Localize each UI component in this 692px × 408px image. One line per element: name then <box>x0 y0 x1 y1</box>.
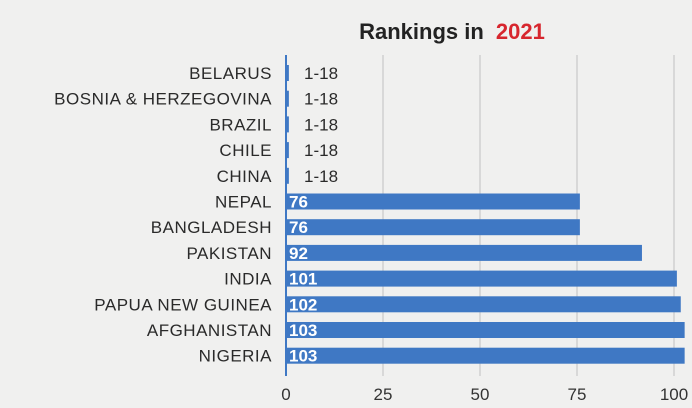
value-label-10: 103 <box>289 321 317 340</box>
category-label-6: BANGLADESH <box>151 218 272 237</box>
value-label-6: 76 <box>289 218 308 237</box>
category-label-0: BELARUS <box>189 64 272 83</box>
bar-4 <box>285 167 289 184</box>
bar-0 <box>285 65 289 81</box>
x-axis-ticks: 0 25 50 75 100 <box>281 385 688 404</box>
value-label-5: 76 <box>289 193 308 212</box>
category-label-7: PAKISTAN <box>186 244 272 263</box>
bar-11 <box>285 347 685 364</box>
bar-7 <box>285 244 642 261</box>
bar-9 <box>285 296 681 313</box>
bars <box>285 65 685 364</box>
bar-10 <box>285 322 685 338</box>
value-label-8: 101 <box>289 270 317 289</box>
category-label-10: AFGHANISTAN <box>147 321 272 340</box>
value-label-3: 1-18 <box>304 141 338 160</box>
x-tick-label-0: 0 <box>281 385 290 404</box>
chart-title-prefix: Rankings in <box>359 19 484 44</box>
category-label-11: NIGERIA <box>199 347 273 366</box>
category-label-1: BOSNIA & HERZEGOVINA <box>54 90 272 109</box>
bar-2 <box>285 116 289 133</box>
category-labels: BELARUS BOSNIA & HERZEGOVINA BRAZIL CHILE CH… <box>54 64 273 366</box>
value-label-0: 1-18 <box>304 64 338 83</box>
category-label-4: CHINA <box>217 167 273 186</box>
value-label-9: 102 <box>289 295 317 314</box>
bar-1 <box>285 90 289 107</box>
bar-3 <box>285 142 289 159</box>
category-label-8: INDIA <box>224 270 272 289</box>
bar-5 <box>285 193 580 210</box>
value-labels: 1-18 1-18 1-18 1-18 1-18 76 76 92 101 102 103 103 <box>289 64 338 366</box>
value-label-1: 1-18 <box>304 90 338 109</box>
value-label-2: 1-18 <box>304 115 338 134</box>
bar-8 <box>285 270 677 287</box>
x-tick-label-75: 75 <box>568 385 587 404</box>
value-label-4: 1-18 <box>304 167 338 186</box>
value-label-7: 92 <box>289 244 308 263</box>
category-label-3: CHILE <box>219 141 272 160</box>
category-label-2: BRAZIL <box>209 115 272 134</box>
chart-title: Rankings in 2021 <box>359 19 545 44</box>
x-tick-label-50: 50 <box>471 385 490 404</box>
x-tick-label-100: 100 <box>660 385 688 404</box>
bar-6 <box>285 219 580 236</box>
value-label-11: 103 <box>289 347 317 366</box>
x-tick-label-25: 25 <box>374 385 393 404</box>
category-label-5: NEPAL <box>215 193 272 212</box>
category-label-9: PAPUA NEW GUINEA <box>94 295 272 314</box>
chart-title-year: 2021 <box>496 19 545 44</box>
